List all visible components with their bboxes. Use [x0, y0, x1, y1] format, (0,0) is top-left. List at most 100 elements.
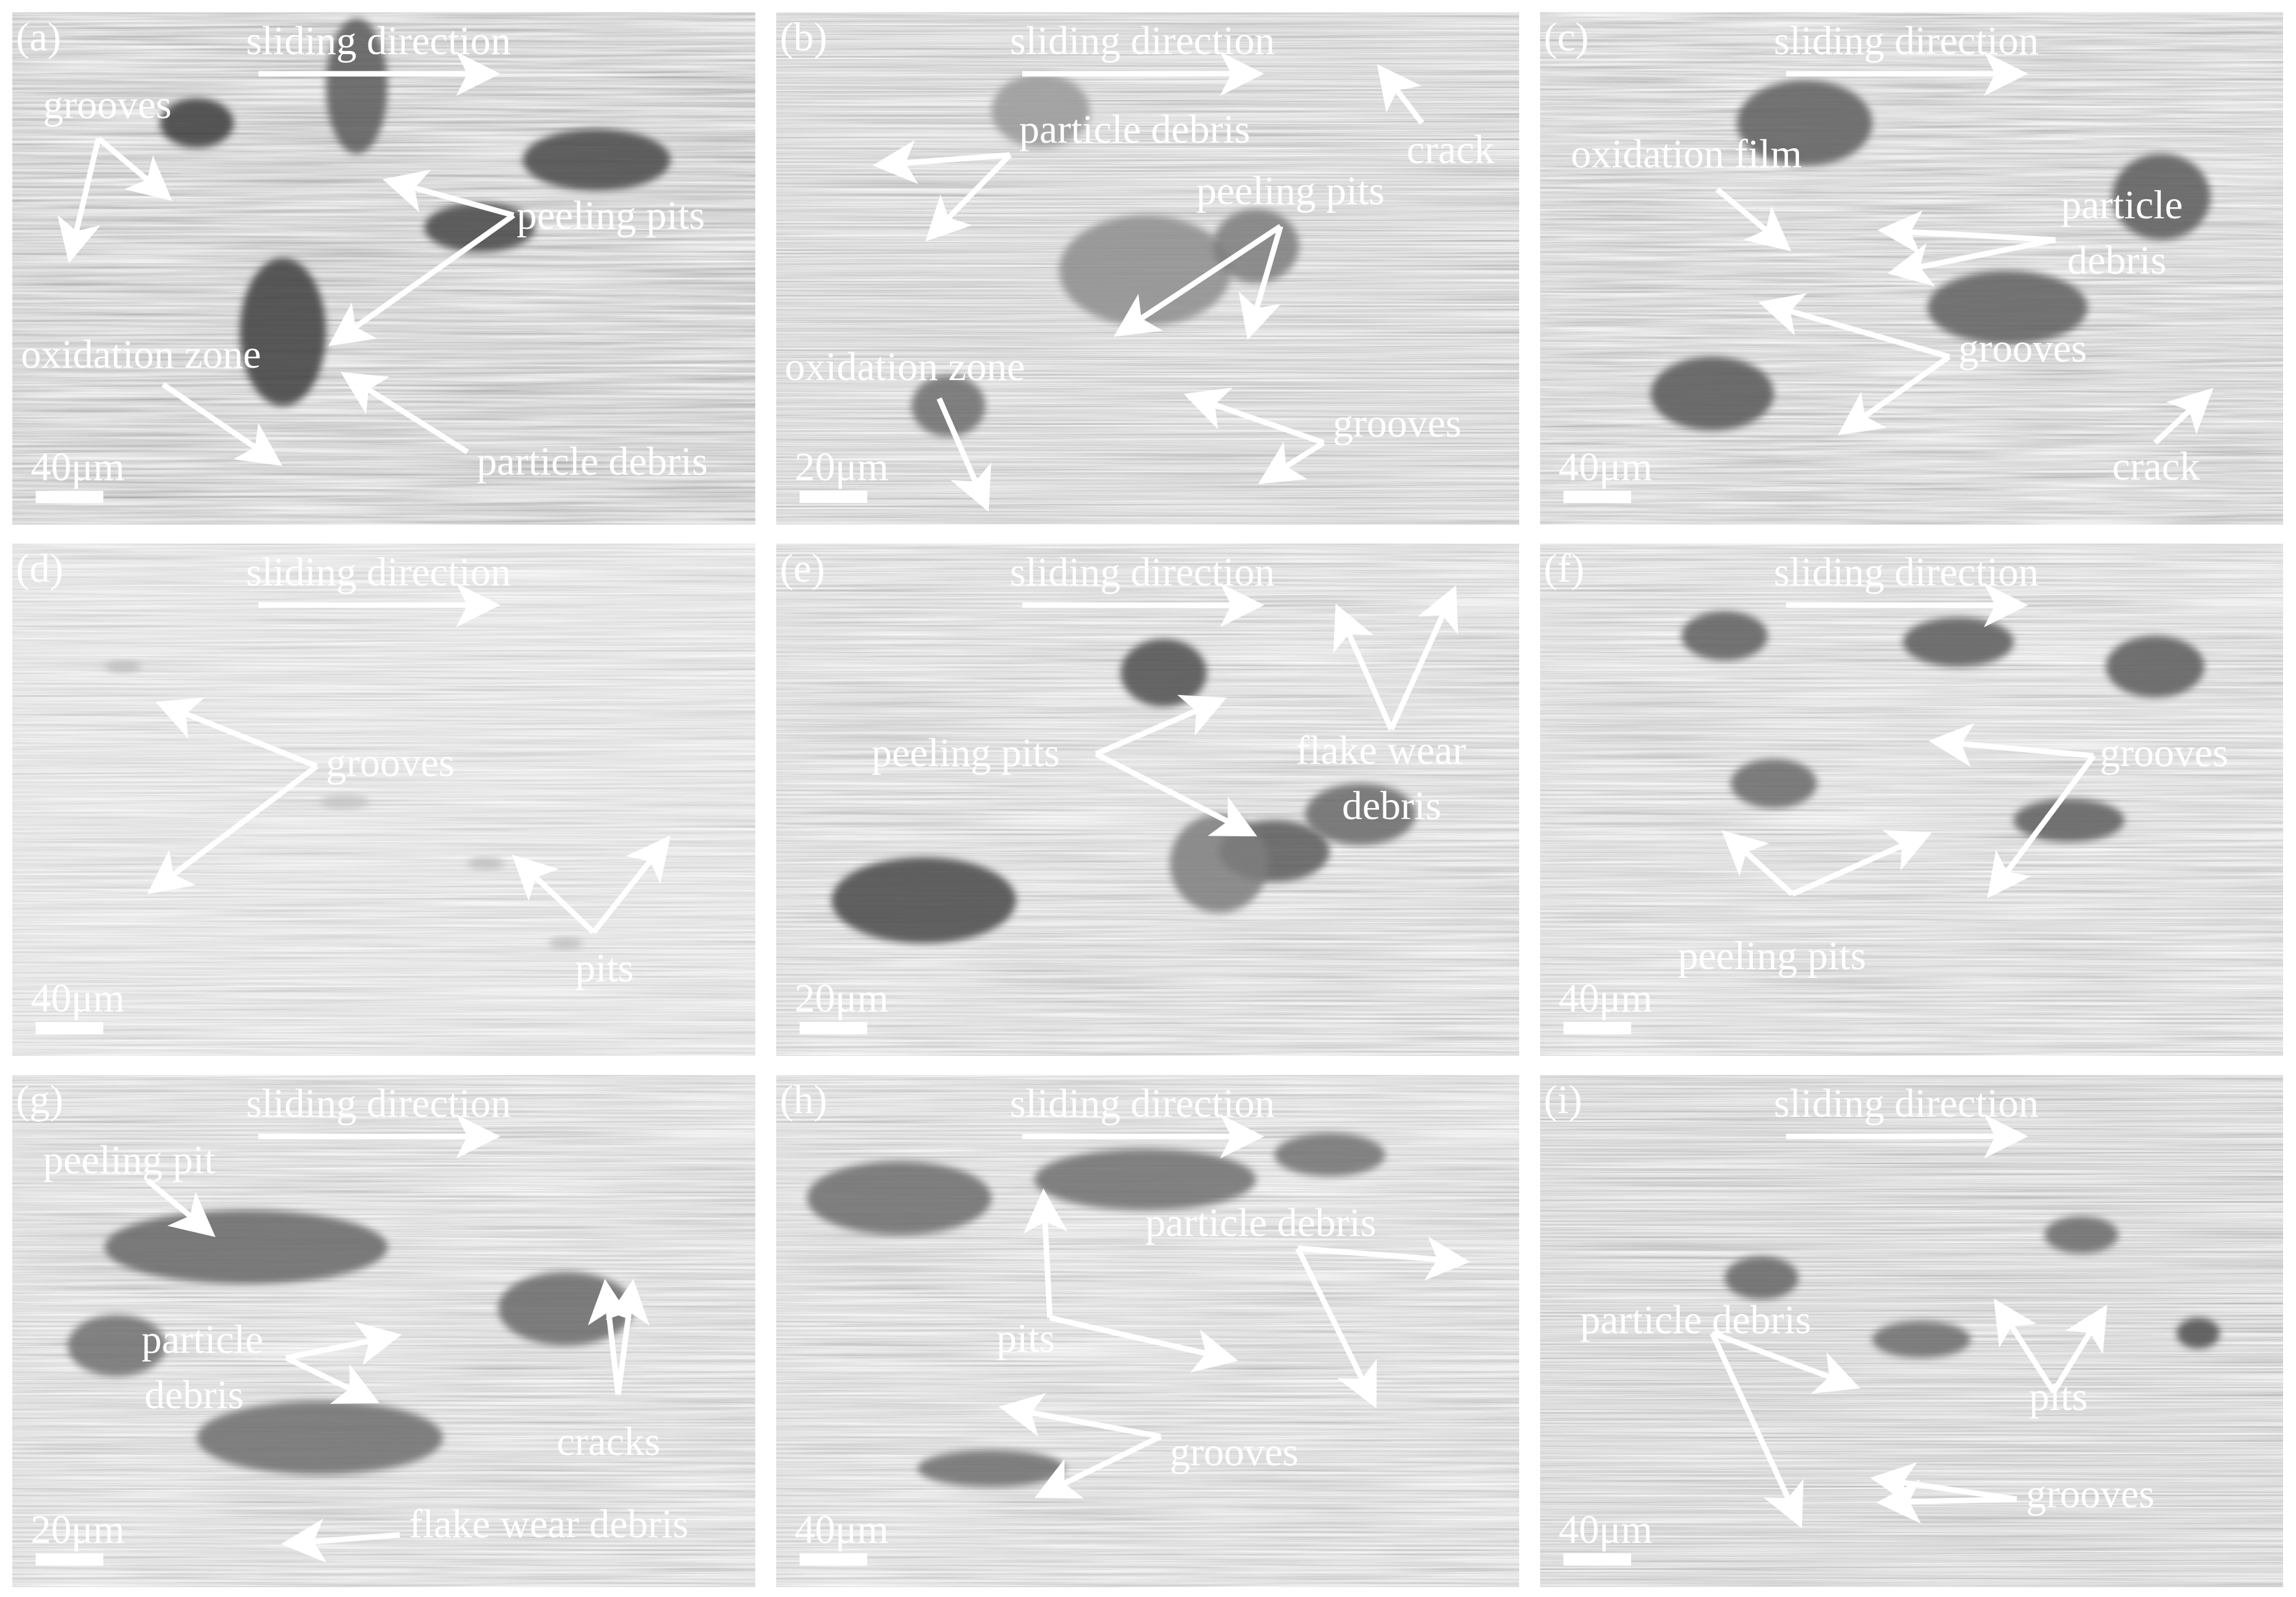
sliding-direction-label-e: sliding direction [1010, 550, 1275, 595]
scale-bar-label-i: 40μm [1559, 1507, 1653, 1552]
panel-i-image [1540, 1075, 2283, 1587]
scale-bar-label-h: 40μm [795, 1507, 889, 1552]
annotation-arrow-a-peeling-pits-1 [328, 213, 515, 346]
annotation-arrow-a-grooves-1 [97, 136, 173, 201]
annotation-e-peeling-pits: peeling pits [872, 731, 1060, 775]
annotation-arrow-c-particle-debris-1-1 [1887, 237, 2056, 287]
annotation-arrow-b-peeling-pits-0 [1113, 224, 1282, 337]
annotation-arrow-f-peeling-pits-0 [1721, 830, 1795, 897]
surface-feature-d-3 [549, 937, 583, 949]
surface-feature-f-1 [1903, 617, 2014, 667]
annotation-g-flake: flake wear debris [409, 1502, 688, 1547]
annotation-arrow-g-particle-1-1 [285, 1355, 380, 1404]
annotation-a-grooves: grooves [43, 82, 172, 127]
annotation-arrow-c-grooves-0 [1758, 293, 1950, 360]
scale-bar-label-f: 40μm [1559, 976, 1653, 1021]
annotation-arrow-f-peeling-pits-1 [1791, 830, 1933, 897]
sliding-direction-label-a: sliding direction [246, 18, 511, 63]
surface-feature-a-0 [326, 18, 387, 154]
scale-bar-label-e: 20μm [795, 976, 889, 1021]
panel-label-c: (c) [1544, 15, 1589, 60]
annotation-arrow-g-particle-1-0 [285, 1322, 402, 1365]
surface-feature-b-0 [991, 74, 1090, 148]
surface-feature-c-3 [2112, 154, 2211, 240]
sliding-direction-label-h: sliding direction [1010, 1081, 1275, 1126]
surface-feature-e-2 [832, 857, 1016, 943]
annotation-arrow-g-flake-0 [280, 1518, 400, 1563]
scale-bar-d [36, 1022, 103, 1034]
annotation-arrow-h-grooves-0 [998, 1393, 1161, 1440]
panel-a-image [12, 12, 755, 525]
annotation-arrow-h-particle-debris-1 [1295, 1247, 1377, 1409]
surface-feature-c-2 [1651, 357, 1774, 430]
annotation-c-crack: crack [2112, 444, 2200, 489]
surface-feature-a-4 [523, 129, 670, 191]
annotation-arrow-c-crack-0 [2153, 387, 2214, 445]
annotation-arrow-b-peeling-pits-1 [1238, 225, 1284, 340]
panel-label-h: (h) [780, 1077, 827, 1122]
surface-feature-e-3 [1170, 814, 1268, 913]
scale-bar-a [36, 491, 103, 503]
scale-bar-c [1563, 491, 1631, 503]
annotation-f-peeling-pits: peeling pits [1678, 933, 1866, 978]
annotation-b-grooves: grooves [1333, 401, 1461, 446]
panel-f-image [1540, 544, 2283, 1056]
annotation-b-peeling-pits: peeling pits [1196, 168, 1384, 213]
annotation-arrow-b-particle-debris-0 [872, 140, 1011, 184]
annotation-arrow-b-crack-0 [1376, 64, 1424, 125]
annotation-b-oxidation-zone: oxidation zone [785, 344, 1025, 389]
annotation-arrow-f-grooves-0 [1928, 723, 2094, 767]
annotation-g-particle-1: particle [141, 1317, 263, 1362]
scale-bar-f [1563, 1022, 1631, 1034]
annotation-a-oxidation-zone: oxidation zone [21, 332, 261, 377]
sliding-direction-label-g: sliding direction [246, 1081, 511, 1126]
scale-bar-i [1563, 1553, 1631, 1566]
annotation-arrow-h-pits-0 [1023, 1188, 1068, 1318]
scale-bar-label-b: 20μm [795, 445, 889, 489]
panel-label-i: (i) [1544, 1077, 1582, 1122]
panel-d-image [12, 544, 755, 1056]
annotation-e-flake-2: debris [1342, 783, 1441, 828]
surface-feature-f-4 [2014, 799, 2124, 842]
sliding-direction-label-b: sliding direction [1010, 18, 1275, 63]
panel-label-d: (d) [16, 546, 63, 591]
annotation-g-cracks: cracks [557, 1419, 661, 1464]
annotation-arrow-i-pits-0 [1993, 1298, 2056, 1393]
annotation-arrow-b-oxidation-zone-0 [936, 397, 991, 512]
surface-feature-i-1 [1872, 1321, 1971, 1358]
annotation-arrow-c-grooves-1 [1837, 354, 1951, 435]
scale-bar-label-d: 40μm [31, 976, 125, 1021]
annotation-arrow-a-peeling-pits-0 [382, 169, 515, 218]
annotation-arrow-d-grooves-1 [147, 764, 319, 895]
annotation-h-pits: pits [996, 1316, 1055, 1361]
annotation-arrow-g-cracks-1 [605, 1278, 650, 1395]
annotation-d-grooves: grooves [326, 740, 455, 785]
annotation-arrow-a-oxidation-zone-0 [161, 382, 283, 466]
annotation-g-peeling-pit: peeling pit [43, 1138, 215, 1183]
panel-label-f: (f) [1544, 546, 1584, 591]
annotation-h-grooves: grooves [1170, 1430, 1298, 1475]
annotation-arrow-c-particle-debris-1-0 [1877, 210, 2056, 255]
annotation-c-particle-debris-1: particle [2061, 183, 2183, 228]
annotation-arrow-i-pits-1 [2051, 1304, 2108, 1393]
annotation-arrow-d-grooves-0 [155, 697, 318, 769]
surface-feature-e-0 [1121, 639, 1207, 707]
surface-feature-h-3 [918, 1450, 1065, 1487]
annotation-arrow-i-particle-debris-1 [1709, 1332, 1804, 1529]
annotation-arrow-h-particle-debris-0 [1297, 1236, 1471, 1281]
scale-bar-g [36, 1553, 103, 1566]
sliding-direction-label-c: sliding direction [1774, 18, 2039, 63]
annotation-b-particle-debris: particle debris [1019, 107, 1250, 152]
surface-feature-g-0 [105, 1210, 387, 1284]
panel-e-image [776, 544, 1519, 1056]
surface-feature-e-4 [1305, 783, 1416, 845]
